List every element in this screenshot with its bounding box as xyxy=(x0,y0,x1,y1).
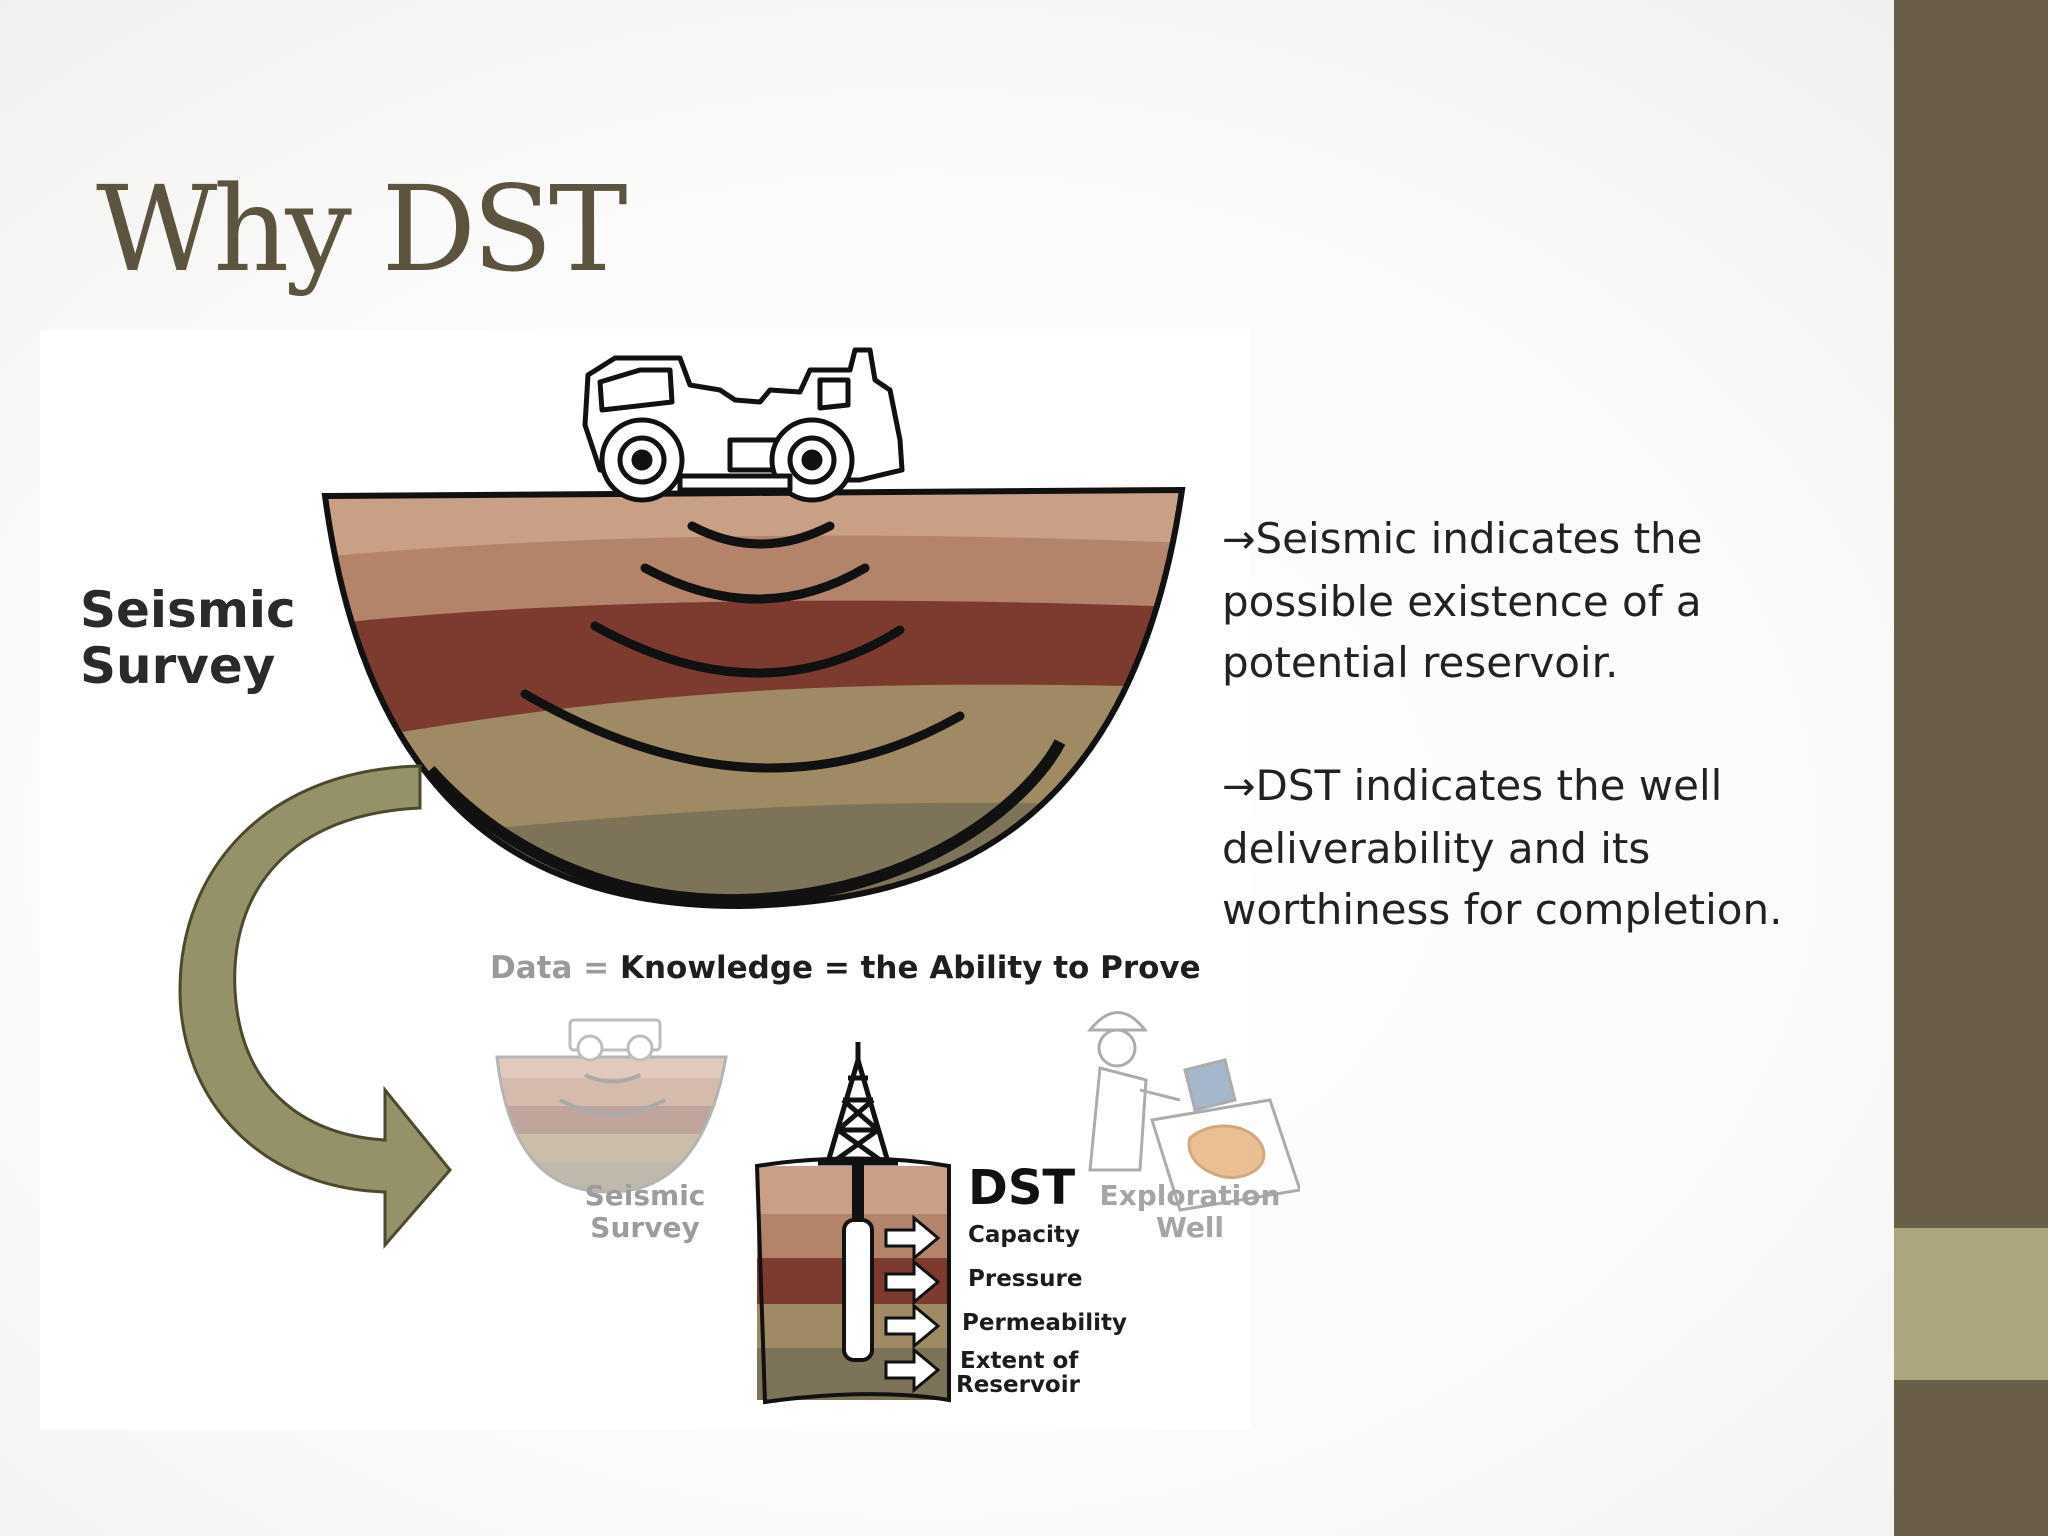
dst-label: DST xyxy=(968,1160,1076,1216)
layer-1-lower xyxy=(325,526,1182,558)
dst-arrows xyxy=(884,1214,941,1394)
eq-data: Data xyxy=(490,950,573,986)
vibroseis-truck-icon xyxy=(582,347,905,503)
bullet-seismic-text: Seismic indicates the possible existence… xyxy=(1222,514,1703,687)
dst-property-reservoir: Reservoir xyxy=(956,1372,1080,1398)
seismic-survey-label: Seismic Survey xyxy=(80,582,296,694)
slide-title: Why DST xyxy=(96,160,628,298)
eq-ability: the Ability to Prove xyxy=(860,950,1201,986)
seismic-survey-label-line2: Survey xyxy=(80,637,276,695)
bowl-bottom-rim xyxy=(425,739,1066,907)
exploration-label-line1: Exploration xyxy=(1099,1179,1281,1212)
seismic-survey-label-line1: Seismic xyxy=(80,581,296,639)
data-knowledge-equation: Data = Knowledge = the Ability to Prove xyxy=(490,950,1201,986)
eq-knowledge: Knowledge xyxy=(619,950,814,986)
small-survey-line2: Survey xyxy=(590,1211,700,1244)
curved-arrow xyxy=(178,764,452,1250)
bullet-list: →Seismic indicates the possible existenc… xyxy=(1222,508,1862,1002)
exploration-label-line2: Well xyxy=(1155,1211,1225,1244)
exploration-well-label: Exploration Well xyxy=(1090,1180,1290,1244)
eq-sign-2: = xyxy=(813,950,861,986)
eq-sign-1: = xyxy=(572,950,620,986)
bullet-seismic: →Seismic indicates the possible existenc… xyxy=(1222,508,1862,693)
layer-2 xyxy=(325,533,1182,628)
right-arrow-icon: → xyxy=(1222,764,1256,810)
bullet-dst: →DST indicates the well deliverability a… xyxy=(1222,755,1862,940)
small-seismic-survey-label: Seismic Survey xyxy=(545,1180,745,1244)
small-seismic-survey-icon xyxy=(495,1018,728,1194)
dst-property-permeability: Permeability xyxy=(962,1310,1127,1336)
dst-property-pressure: Pressure xyxy=(968,1266,1083,1292)
dst-well-icon xyxy=(754,1042,951,1405)
dst-property-extent: Extent of xyxy=(960,1348,1079,1374)
dst-diagram: Seismic Survey Data = Knowledge = the Ab… xyxy=(40,330,1300,1430)
diagram-graphics xyxy=(40,330,1300,1430)
sidebar-accent-block xyxy=(1894,1228,2048,1380)
right-arrow-icon: → xyxy=(1222,517,1256,563)
dst-property-capacity: Capacity xyxy=(968,1222,1080,1248)
small-survey-line1: Seismic xyxy=(584,1179,706,1212)
exploration-engineer-icon xyxy=(1086,1011,1300,1212)
seismic-waves xyxy=(520,521,965,773)
bullet-dst-text: DST indicates the well deliverability an… xyxy=(1222,761,1783,934)
